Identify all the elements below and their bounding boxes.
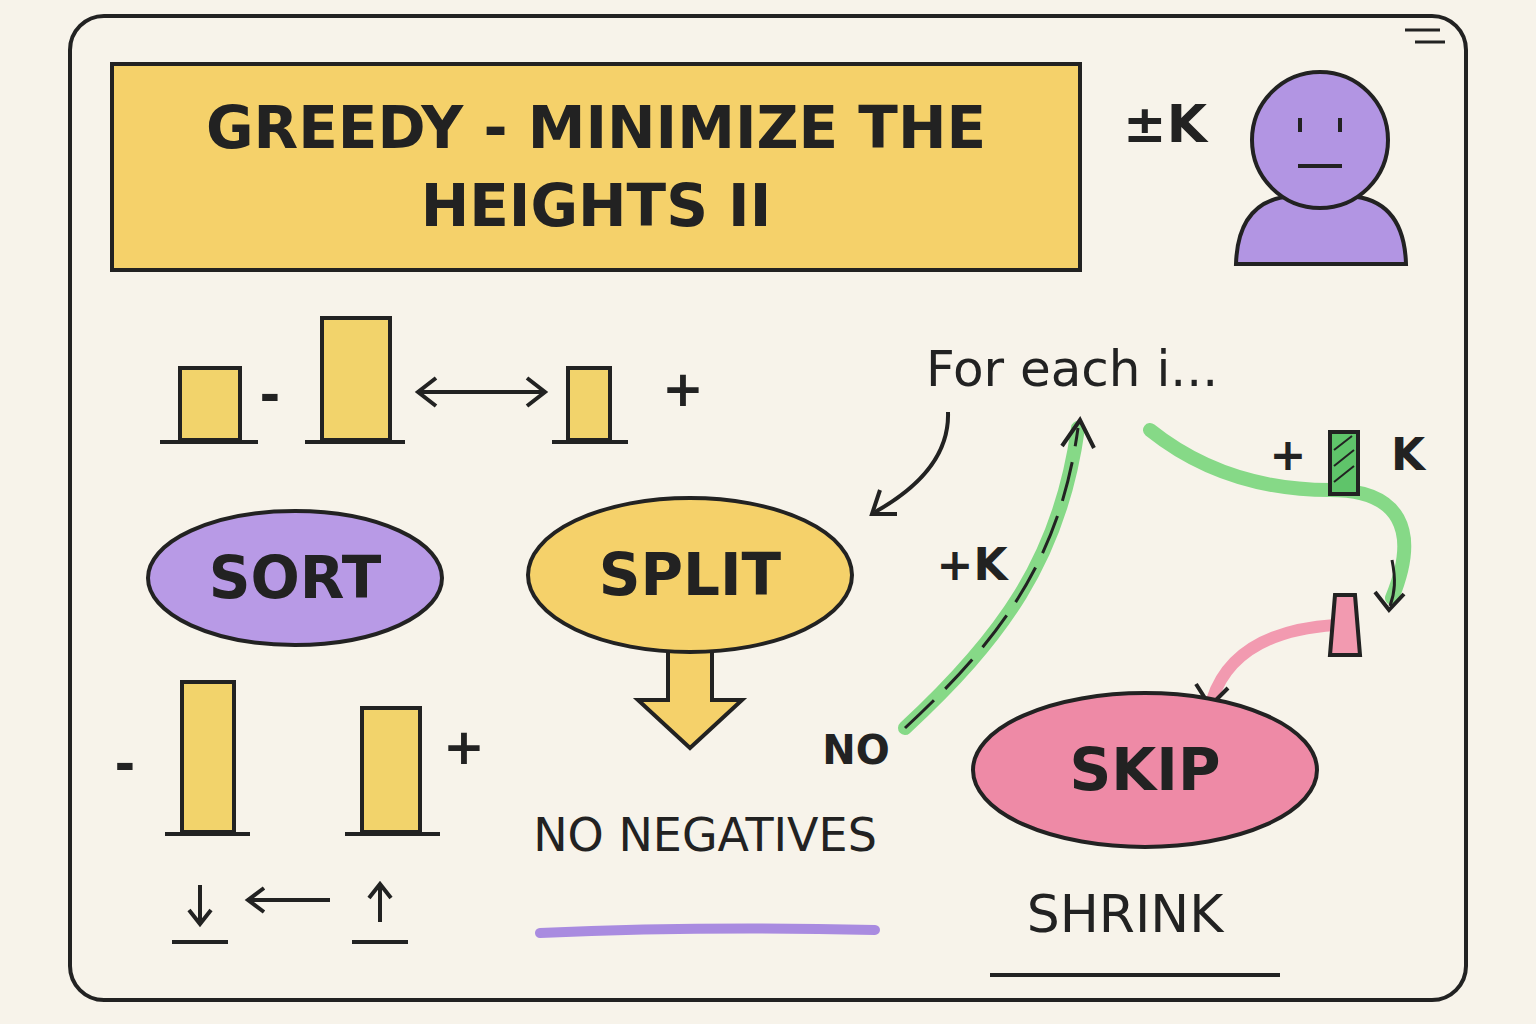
- skip-arrow: [1212, 625, 1335, 700]
- ellipse-node: SKIP: [970, 690, 1320, 850]
- loop-arrow: [905, 428, 1078, 728]
- height-bar: [362, 708, 420, 832]
- height-bar: [568, 368, 610, 440]
- double-arrow: [420, 390, 543, 394]
- underline: [540, 929, 875, 933]
- annotation: NO: [822, 727, 889, 773]
- ellipse-shape: [148, 511, 442, 645]
- annotation: For each i...: [926, 341, 1218, 399]
- figure-eye: [1338, 118, 1342, 132]
- title-box: GREEDY - MINIMIZE THE HEIGHTS II: [110, 62, 1082, 272]
- arrow-head: [1375, 592, 1404, 610]
- arrow-head: [1062, 420, 1094, 448]
- motion-line: [1405, 29, 1440, 32]
- pointer-arrow: [875, 412, 948, 512]
- annotation: +: [443, 719, 485, 777]
- frame: [70, 16, 1466, 1000]
- figure-mouth: [1298, 164, 1342, 168]
- base-line: [165, 832, 250, 836]
- underline: [990, 973, 1280, 977]
- ellipse-shape: [973, 693, 1317, 847]
- bar-icon: [1330, 432, 1358, 494]
- figure-head: [1252, 72, 1388, 208]
- annotation: NO NEGATIVES: [530, 809, 880, 862]
- motion-line: [1415, 41, 1445, 44]
- annotation: ±K: [1123, 95, 1207, 155]
- node-label: SORT: [209, 544, 382, 612]
- figure-eye: [1298, 118, 1302, 132]
- annotation: SHRINK: [1027, 885, 1224, 945]
- arrow-head: [418, 378, 545, 406]
- flow-arrow: [1390, 560, 1394, 606]
- ellipse-node: SPLIT: [525, 495, 855, 655]
- base-line: [552, 440, 628, 444]
- arrow-head: [872, 490, 897, 514]
- annotation: -: [260, 367, 281, 425]
- left-arrow: [248, 888, 330, 912]
- up-arrow: [369, 884, 391, 922]
- down-block-arrow: [638, 640, 742, 748]
- bar-icon: [1330, 595, 1360, 655]
- base-line: [352, 940, 408, 944]
- annotation: +: [662, 361, 704, 419]
- base-line: [305, 440, 405, 444]
- annotation: +: [1270, 430, 1307, 481]
- loop-arrow: [905, 428, 1078, 728]
- down-arrow: [189, 885, 211, 924]
- annotation: -: [115, 736, 136, 794]
- base-line: [172, 940, 228, 944]
- height-bar: [180, 368, 240, 440]
- ellipse-node: SORT: [145, 508, 445, 648]
- node-label: SPLIT: [599, 541, 781, 609]
- annotation: +K: [937, 540, 1008, 591]
- ellipse-shape: [528, 498, 852, 652]
- annotation: K: [1391, 430, 1425, 481]
- height-bar: [322, 318, 390, 440]
- height-bar: [182, 682, 234, 832]
- stripes: [1334, 436, 1354, 482]
- flow-arrow: [1150, 430, 1404, 598]
- title: GREEDY - MINIMIZE THE HEIGHTS II: [186, 89, 1006, 246]
- base-line: [345, 832, 440, 836]
- base-line: [160, 440, 258, 444]
- node-label: SKIP: [1070, 736, 1221, 804]
